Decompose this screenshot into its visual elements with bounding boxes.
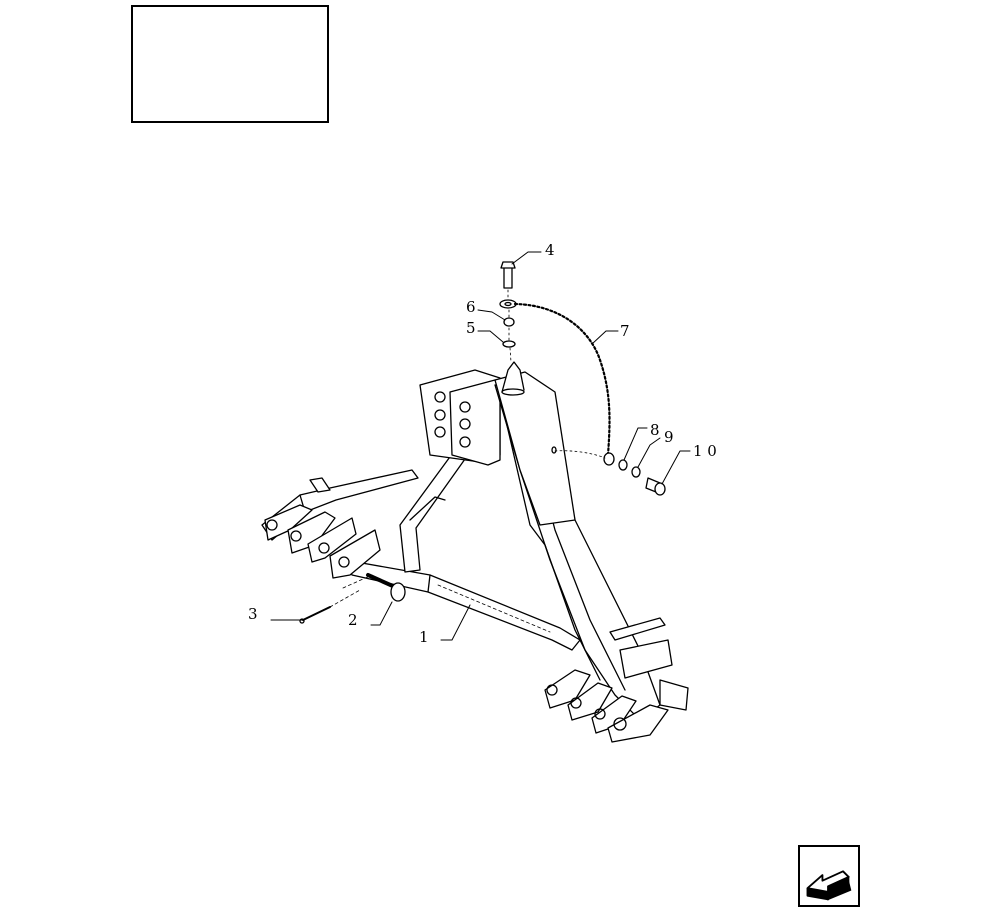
callout-leaders <box>270 251 691 641</box>
callout-part-10: 1 0 <box>693 442 717 460</box>
cotter-pin-part <box>299 589 361 624</box>
arrow-back-icon <box>806 870 852 901</box>
rear-crossbar <box>609 617 689 711</box>
callout-part-5: 5 <box>466 319 476 337</box>
back-navigation-button[interactable] <box>798 845 860 907</box>
callout-part-1: 1 <box>419 628 429 646</box>
callout-part-7: 7 <box>620 322 630 340</box>
left-mounting-plates <box>264 477 381 579</box>
callout-part-9: 9 <box>664 428 674 446</box>
callout-part-6: 6 <box>466 298 476 316</box>
callout-part-2: 2 <box>348 611 358 629</box>
callout-part-4: 4 <box>545 241 555 259</box>
side-bolt-stack <box>551 446 666 496</box>
top-bolt-stack <box>499 261 517 363</box>
right-mounting-plates <box>544 669 669 743</box>
callout-part-8: 8 <box>650 421 660 439</box>
title-block-frame <box>131 5 329 123</box>
callout-part-3: 3 <box>248 605 258 623</box>
retaining-chain-part <box>513 302 611 457</box>
clevis-pin-part <box>342 573 406 602</box>
